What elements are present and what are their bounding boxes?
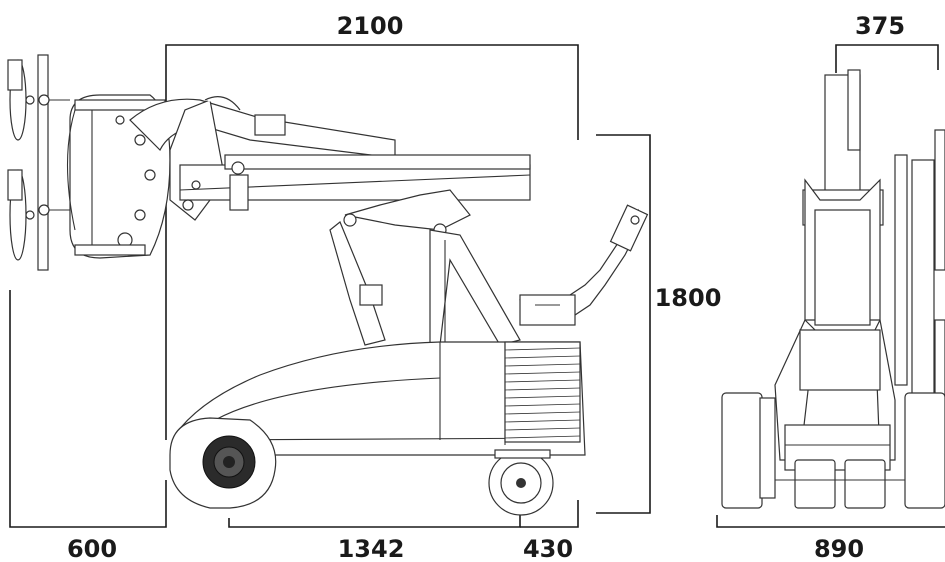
dimension-labels: 2100 375 1800 600 1342 430 890 (67, 12, 905, 562)
front-wheel (169, 417, 277, 509)
control-handle (519, 204, 649, 326)
dim-track-width: 890 (814, 535, 864, 562)
chassis-body (174, 341, 586, 456)
side-view-machine (7, 54, 649, 516)
dim-overall-length: 2100 (337, 12, 404, 40)
dimension-lines (9, 44, 945, 528)
front-view-machine (721, 69, 945, 509)
rear-wheel (488, 449, 554, 516)
dim-rear-overhang: 430 (523, 535, 573, 562)
mast (329, 189, 521, 346)
dim-height: 1800 (655, 284, 722, 312)
dim-wheelbase: 1342 (338, 535, 405, 562)
battery-pack (504, 341, 581, 443)
dim-front-overhang: 600 (67, 535, 117, 562)
dim-width-side: 375 (855, 12, 905, 40)
suction-cup-frame (7, 54, 171, 271)
boom-arm (129, 96, 531, 221)
